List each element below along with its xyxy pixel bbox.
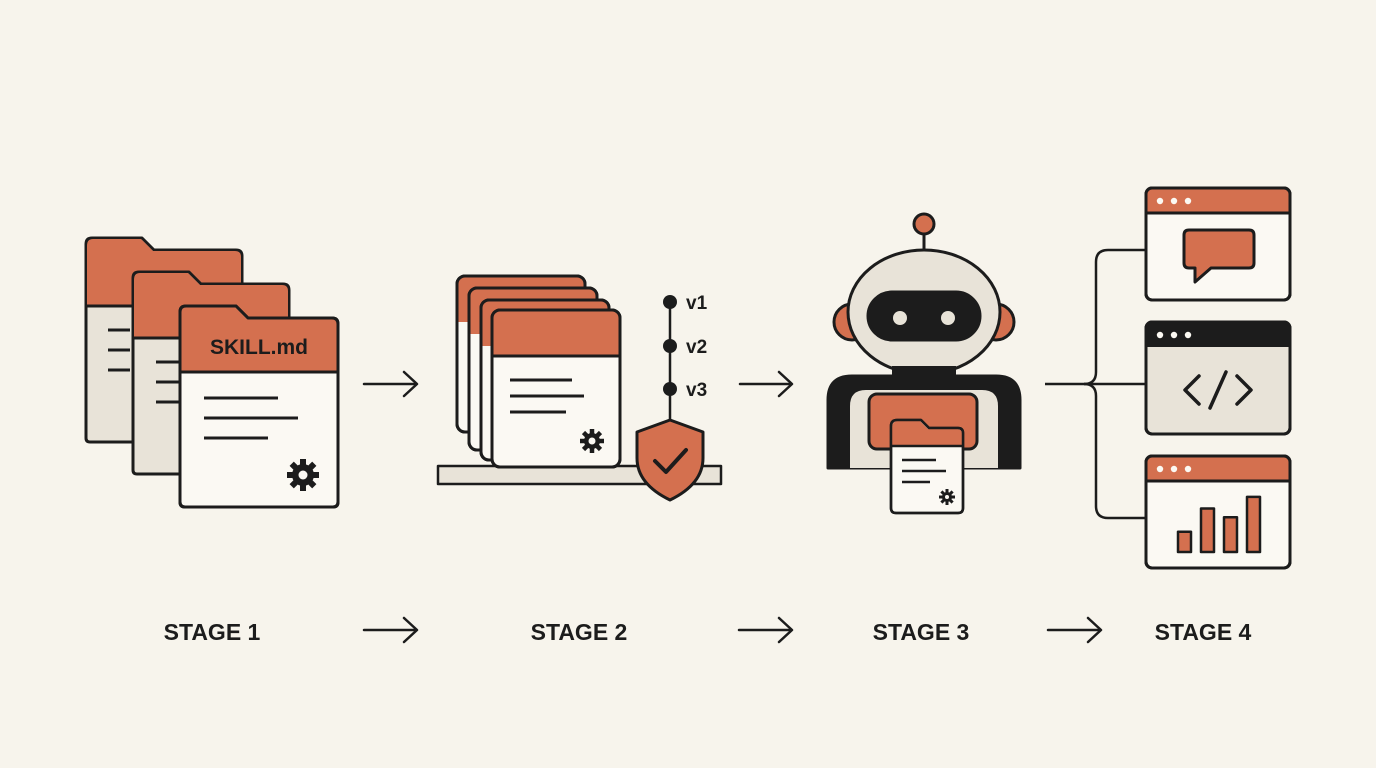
document-icon: [178, 304, 340, 509]
gear-icon: [287, 459, 319, 491]
version-label-2: v2: [686, 337, 707, 358]
document-icon: [889, 418, 965, 515]
mini-chart-bar: [1199, 507, 1216, 554]
code-window-icon: [1144, 320, 1292, 436]
arrow-right-icon: [737, 616, 794, 644]
version-label-1: v1: [686, 293, 708, 314]
version-label-3: v3: [686, 380, 707, 401]
stage-2-illustration: [436, 274, 723, 502]
gear-icon: [939, 489, 955, 505]
gear-icon: [580, 429, 604, 453]
stage-3-label: STAGE 3: [873, 619, 970, 645]
mini-chart-bar: [1222, 515, 1239, 554]
stage-4-label: STAGE 4: [1155, 619, 1252, 645]
stage-1-label: STAGE 1: [164, 619, 261, 645]
chat-window-icon: [1144, 186, 1292, 302]
arrow-right-icon: [362, 370, 419, 398]
version-timeline-icon: [663, 295, 677, 420]
chart-window-icon: [1144, 454, 1292, 570]
stacked-files-icon: [455, 274, 622, 469]
shield-check-icon: [635, 418, 705, 502]
skill-file-label: SKILL.md: [210, 336, 308, 359]
arrow-right-icon: [1046, 616, 1103, 644]
arrow-right-icon: [738, 370, 794, 398]
arrow-right-icon: [362, 616, 419, 644]
mini-bar-chart: [1176, 495, 1262, 554]
mini-chart-bar: [1245, 495, 1262, 554]
stage-1-illustration: [84, 236, 340, 509]
mini-chart-bar: [1176, 530, 1193, 554]
stage-2-label: STAGE 2: [531, 619, 628, 645]
branch-connector: [1045, 248, 1146, 520]
